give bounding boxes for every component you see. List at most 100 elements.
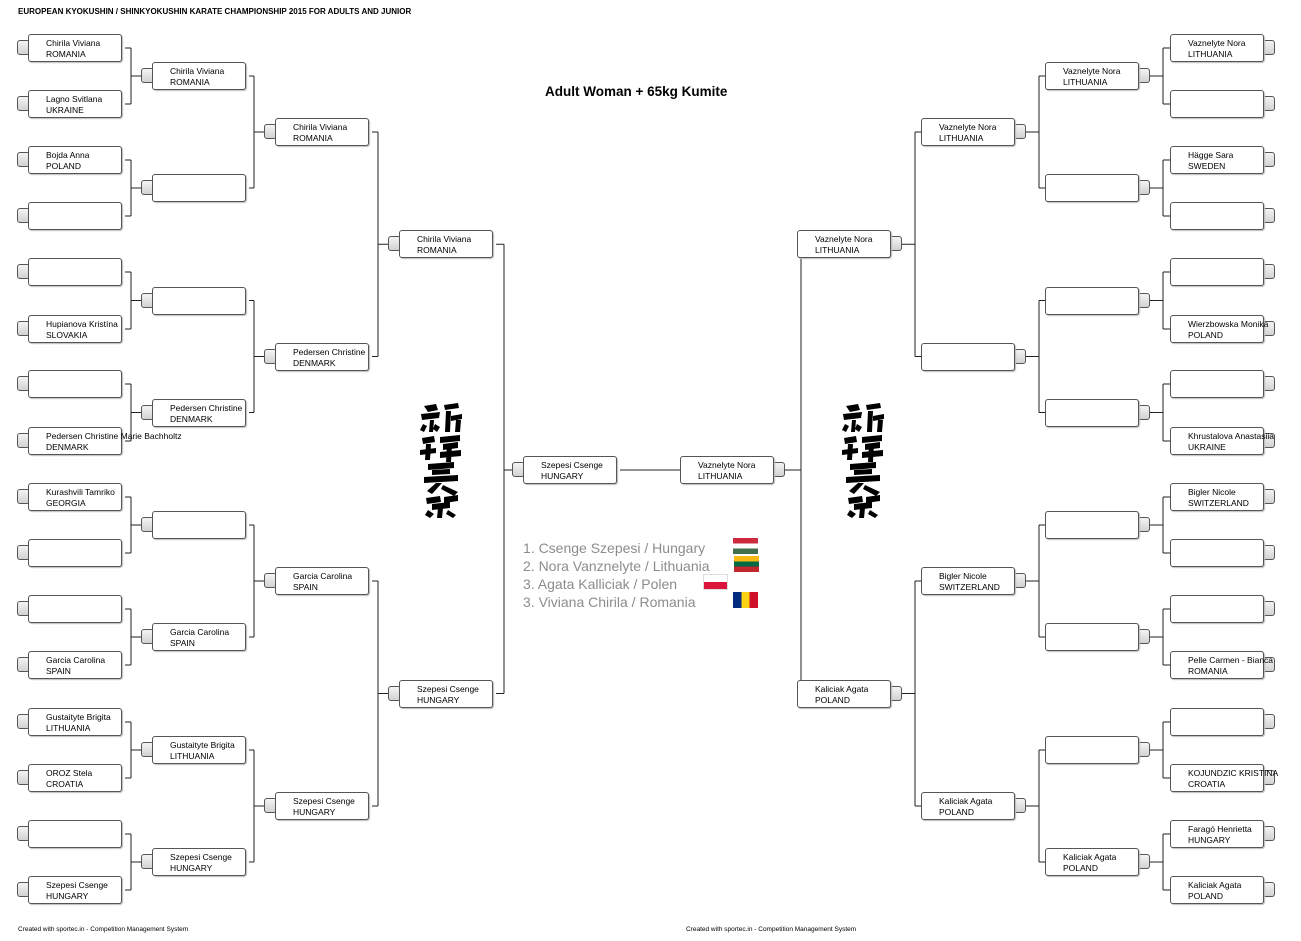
bracket-slot[interactable] [1170, 202, 1278, 230]
poland-flag [703, 574, 728, 590]
bracket-slot[interactable] [1045, 398, 1153, 427]
competitor-country: DENMARK [170, 413, 213, 424]
bracket-slot[interactable] [141, 511, 249, 539]
bracket-slot[interactable] [1045, 286, 1153, 315]
competitor-name: Chirila Viviana [417, 234, 472, 245]
bracket-slot[interactable] [17, 539, 125, 567]
bracket-slot[interactable] [1170, 370, 1278, 398]
competitor-country: SWEDEN [1188, 161, 1226, 171]
competitor-box [28, 258, 122, 286]
bracket-slot[interactable] [141, 286, 249, 315]
footer-credit-right: Created with sportec.in - Competition Ma… [686, 926, 857, 933]
competitor-country: POLAND [815, 694, 850, 705]
competitor-box [1045, 398, 1139, 427]
bracket-slot[interactable] [1170, 539, 1278, 567]
bracket-slot[interactable] [1045, 623, 1153, 651]
bracket-slot[interactable] [141, 174, 249, 202]
bracket-slot[interactable] [17, 258, 125, 286]
competitor-box [921, 342, 1015, 371]
bracket-slot[interactable] [1170, 90, 1278, 118]
competitor-name: Szepesi Csenge [293, 796, 355, 806]
competitor-box [28, 370, 122, 398]
competitor-country: CROATIA [1188, 779, 1226, 789]
competitor-box [1170, 539, 1264, 567]
bracket-slot[interactable] [17, 595, 125, 623]
hungary-flag [733, 538, 758, 554]
competitor-country: POLAND [1188, 330, 1223, 340]
competitor-name: Kurashvili Tamriko [46, 487, 115, 497]
bracket-slot[interactable] [17, 370, 125, 398]
bracket-slot[interactable] [17, 820, 125, 848]
bracket-slot[interactable] [1045, 174, 1153, 202]
competitor-box [1045, 736, 1139, 764]
bracket-slot[interactable] [17, 202, 125, 230]
bracket-slot[interactable] [1170, 595, 1278, 623]
competitor-country: UKRAINE [46, 105, 84, 115]
bracket-slot[interactable] [1170, 258, 1278, 286]
competitor-box [28, 202, 122, 230]
competitor-country: SWITZERLAND [1188, 498, 1249, 508]
competitor-country: LITHUANIA [170, 751, 215, 761]
competitor-country: HUNGARY [417, 694, 460, 705]
competitor-country: SLOVAKIA [46, 330, 88, 340]
competitor-box [1170, 708, 1264, 736]
competitor-box [1170, 370, 1264, 398]
competitor-country: ROMANIA [1188, 666, 1228, 676]
bracket-slot[interactable] [921, 342, 1029, 371]
competitor-country: POLAND [1063, 863, 1098, 873]
competitor-box [1045, 286, 1139, 315]
bracket-slot[interactable] [1045, 736, 1153, 764]
bracket-slot[interactable] [1045, 511, 1153, 539]
bracket-slot[interactable] [1170, 708, 1278, 736]
competitor-name: Kaliciak Agata [939, 796, 993, 806]
